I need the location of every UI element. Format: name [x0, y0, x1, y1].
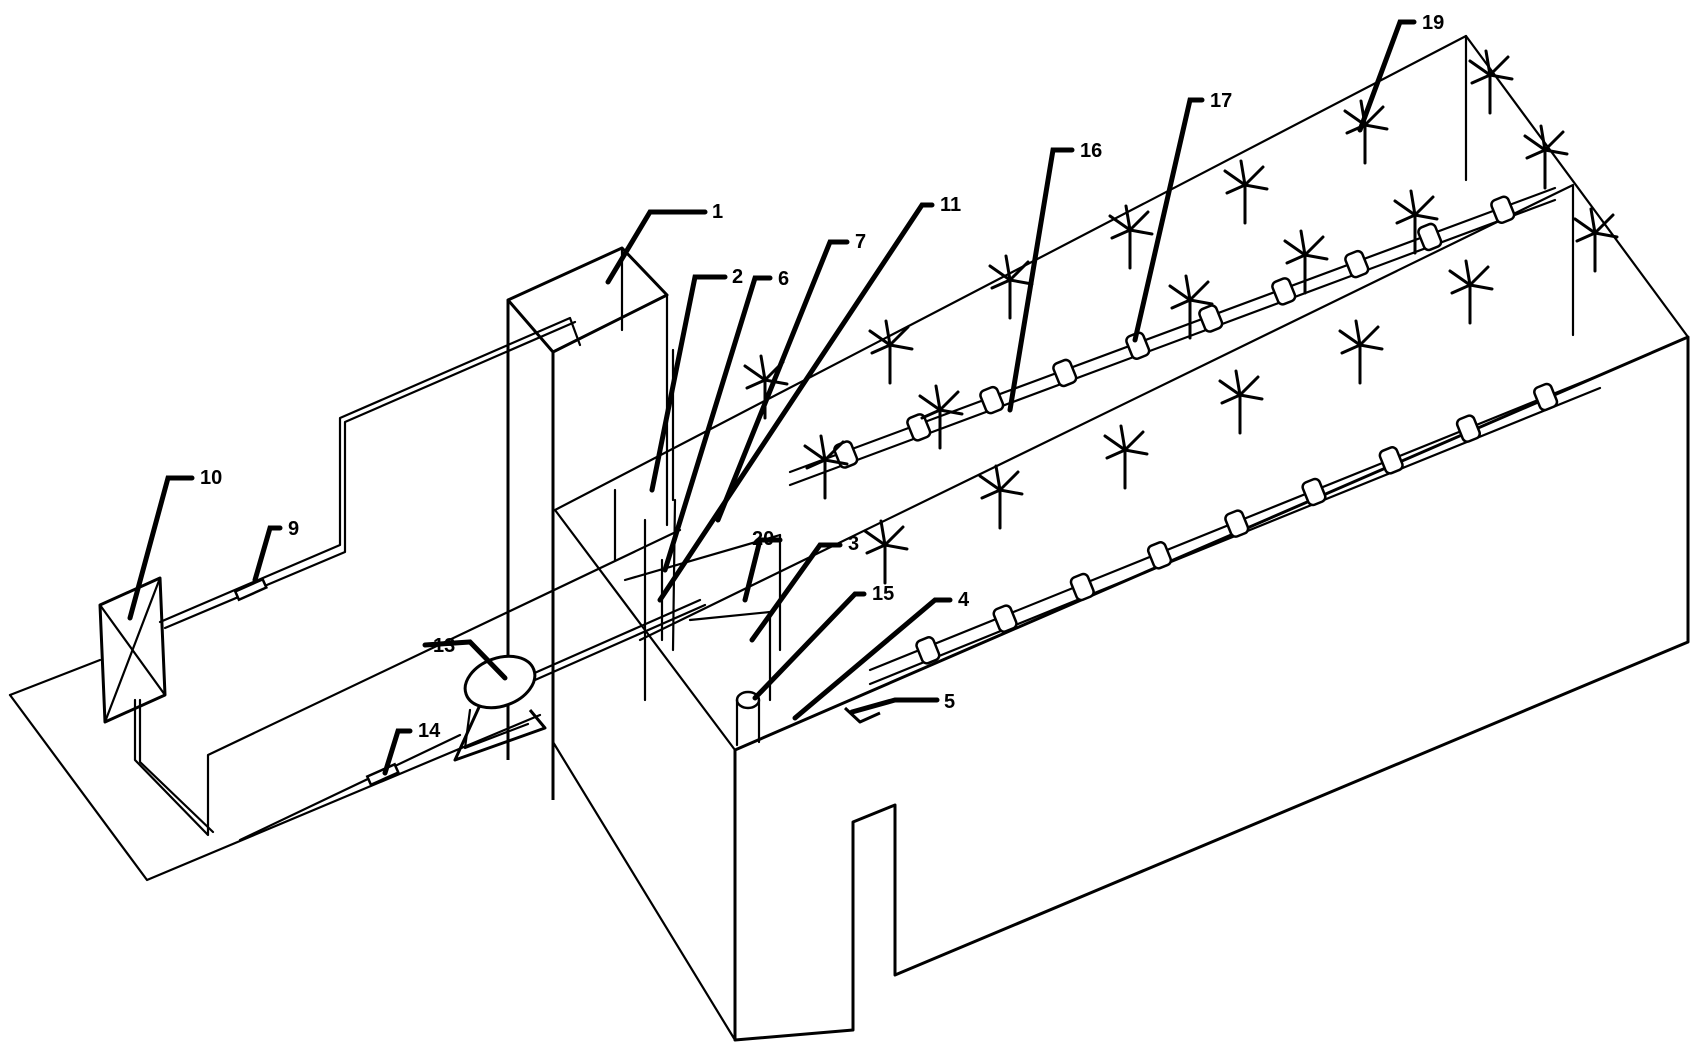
- leader-line: [1132, 97, 1205, 343]
- plant: [1218, 369, 1264, 435]
- leader-line: [792, 597, 953, 721]
- label-6: 6: [778, 268, 789, 290]
- plant: [1468, 49, 1514, 115]
- leader-line: [1357, 19, 1417, 133]
- label-16: 16: [1080, 140, 1102, 162]
- plant: [1223, 159, 1269, 225]
- leader-line: [252, 525, 283, 583]
- inlet-15: [735, 690, 761, 747]
- label-17: 17: [1210, 90, 1232, 112]
- leader-line: [649, 274, 728, 493]
- pipe-collars: [833, 195, 1559, 665]
- leader-line: [657, 202, 935, 603]
- rear-pipe-collar: [1198, 304, 1224, 333]
- tower: [506, 246, 669, 800]
- rear-pipe-collar: [1271, 277, 1297, 306]
- leader-line: [422, 639, 508, 681]
- rear-pipe-collar: [979, 385, 1005, 415]
- label-20: 20: [752, 528, 774, 550]
- leader-line: [1007, 147, 1075, 413]
- label-7: 7: [855, 231, 866, 253]
- front-pipe-collar: [915, 636, 941, 665]
- leader-line: [749, 542, 843, 643]
- leader-line: [127, 475, 195, 621]
- plant: [1523, 124, 1569, 190]
- label-9: 9: [288, 518, 299, 540]
- label-11: 11: [940, 194, 961, 216]
- label-5: 5: [944, 691, 955, 713]
- label-1: 1: [712, 201, 723, 223]
- front-pipe-collar: [1146, 541, 1173, 570]
- plant: [988, 254, 1034, 320]
- plant: [1573, 207, 1619, 273]
- front-pipe-collar: [1533, 382, 1559, 412]
- plant: [918, 384, 964, 450]
- label-2: 2: [732, 266, 743, 288]
- label-19: 19: [1422, 12, 1444, 34]
- rear-pipe-collar: [1125, 331, 1151, 360]
- trough-box: [551, 34, 1690, 1042]
- label-13: 13: [433, 635, 455, 657]
- valve-9: [233, 577, 268, 602]
- rear-pipe-collar: [1417, 222, 1443, 252]
- leader-line: [382, 728, 413, 776]
- label-15: 15: [872, 583, 894, 605]
- plant: [1168, 274, 1214, 340]
- plant: [863, 519, 909, 585]
- plant: [868, 319, 914, 385]
- pump: [453, 654, 547, 762]
- inner-panel: [613, 348, 782, 652]
- leader-lines: [127, 19, 1417, 776]
- front-pipe-collar: [1301, 477, 1327, 507]
- plant: [1448, 259, 1494, 325]
- leader-line: [605, 209, 708, 285]
- rear-pipe-collar: [1490, 195, 1516, 224]
- front-pipe-collar: [1069, 572, 1095, 602]
- rear-pipe-collar: [1052, 358, 1078, 388]
- rear-pipe-collar: [1344, 249, 1370, 279]
- leader-line: [662, 275, 773, 573]
- label-3: 3: [848, 533, 859, 555]
- labels: 1 2 3 4 5 6 7 9 10 11 13 14 15 16 17 19 …: [200, 12, 1444, 742]
- plant: [1338, 319, 1384, 385]
- plant: [1103, 424, 1149, 490]
- plant: [1283, 229, 1329, 295]
- plant: [1393, 189, 1439, 255]
- leader-line: [715, 239, 850, 523]
- front-pipe-collar: [1378, 446, 1404, 475]
- label-10: 10: [200, 467, 222, 489]
- front-pipe-collar: [1455, 414, 1481, 443]
- valve-14: [365, 762, 400, 787]
- plant: [978, 464, 1024, 530]
- leader-line: [849, 697, 940, 715]
- plant: [1108, 204, 1154, 270]
- leader-line: [742, 537, 783, 603]
- label-14: 14: [418, 720, 441, 742]
- front-pipe-collar: [1224, 509, 1250, 538]
- rear-pipe-collar: [906, 413, 932, 442]
- front-pipe-collar: [992, 604, 1018, 633]
- leader-line: [752, 591, 867, 701]
- label-4: 4: [958, 589, 970, 611]
- plant: [803, 434, 849, 500]
